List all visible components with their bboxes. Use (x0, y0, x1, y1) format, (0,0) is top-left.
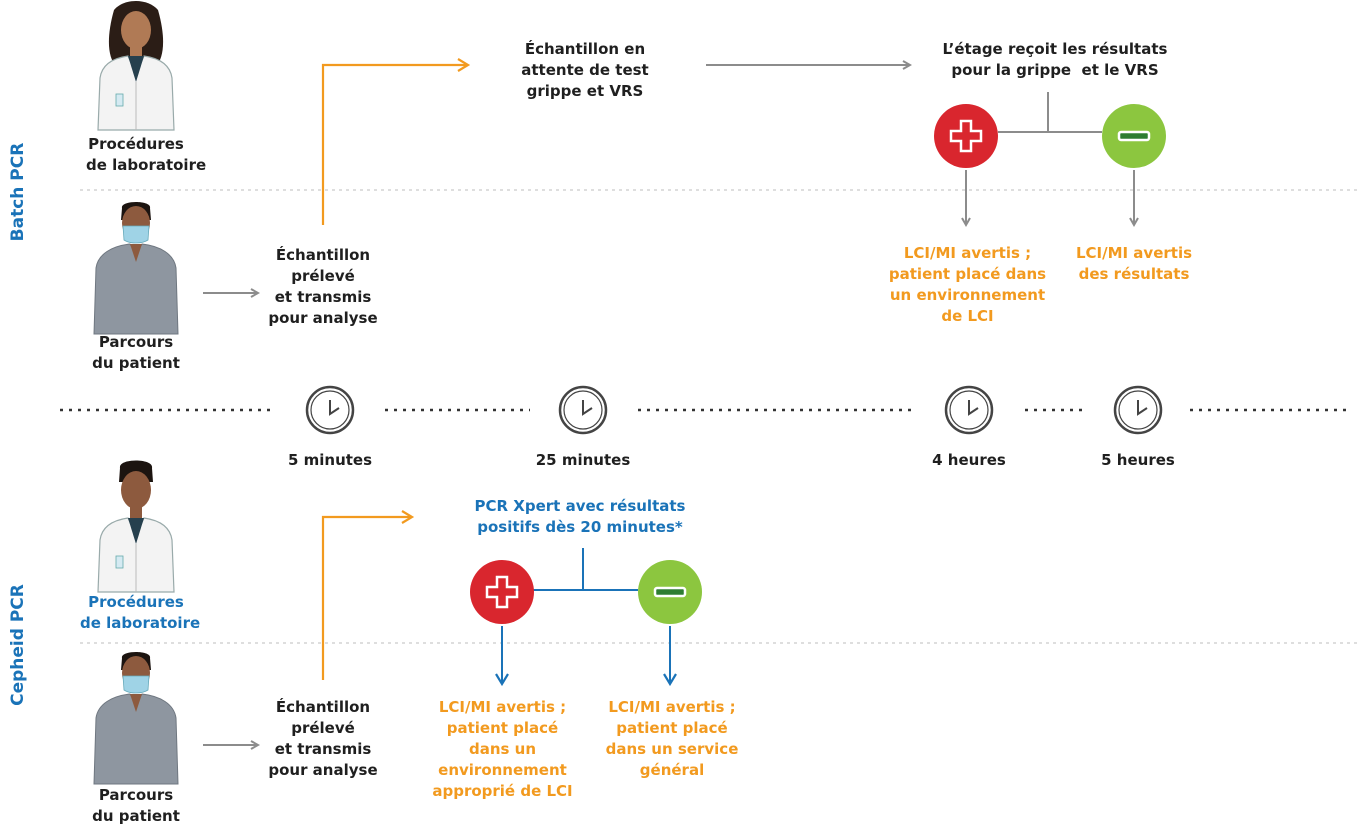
clock-icon (558, 385, 608, 435)
bottom-positive-outcome: LCI/MI avertis ; patient placé dans un e… (432, 698, 573, 800)
top-sample-label: Échantillon prélevé et transmis pour ana… (268, 246, 378, 327)
top-negative-outcome: LCI/MI avertis des résultats (1075, 244, 1193, 283)
bottom-patient-label: Parcours du patient (92, 786, 180, 825)
top-results-label: L’étage reçoit les résultats pour la gri… (942, 40, 1168, 79)
results-connector (998, 92, 1102, 133)
arrow-sample-to-lab (321, 510, 415, 680)
doctor-icon (97, 1, 175, 131)
section-label-cepheid-pcr: Cepheid PCR (8, 584, 28, 706)
timeline-label: 5 heures (1101, 451, 1175, 469)
clock-icon (1113, 385, 1163, 435)
timeline-label: 4 heures (932, 451, 1006, 469)
top-lab-label: Procédures de laboratoire (86, 135, 207, 174)
top-patient-label: Parcours du patient (92, 333, 180, 372)
clock-icon (944, 385, 994, 435)
doctor-icon (97, 460, 175, 593)
bottom-negative-outcome: LCI/MI avertis ; patient placé dans un s… (605, 698, 739, 779)
timeline-label: 5 minutes (287, 451, 373, 469)
top-waiting-label: Échantillon en attente de test grippe et… (521, 40, 649, 100)
patient-icon (93, 652, 179, 785)
section-label-batch-pcr: Batch PCR (8, 142, 28, 242)
minus-icon (638, 560, 702, 624)
top-positive-outcome: LCI/MI avertis ; patient placé dans un e… (888, 244, 1047, 325)
arrow-sample-to-lab (321, 58, 471, 225)
xpert-connector (533, 548, 638, 591)
bottom-lab-label: Procédures de laboratoire (80, 593, 201, 632)
timeline-label: 25 minutes (535, 451, 631, 469)
xpert-label: PCR Xpert avec résultats positifs dès 20… (474, 497, 686, 536)
clock-icon (305, 385, 355, 435)
patient-icon (93, 202, 179, 335)
plus-icon (470, 560, 534, 624)
minus-icon (1102, 104, 1166, 168)
bottom-sample-label: Échantillon prélevé et transmis pour ana… (268, 698, 378, 779)
plus-icon (934, 104, 998, 168)
